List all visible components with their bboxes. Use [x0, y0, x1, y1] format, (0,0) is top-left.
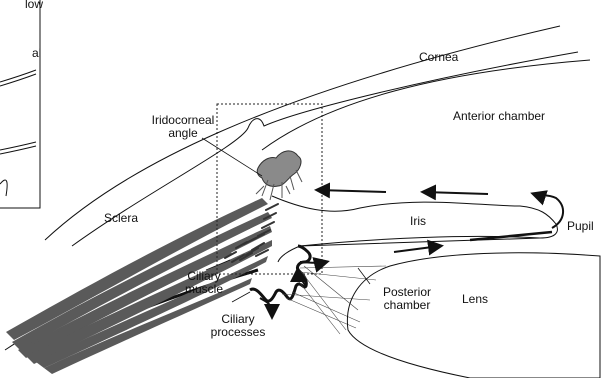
label-posterior-chamber: Posterior chamber — [375, 286, 439, 312]
lens-outline — [347, 253, 600, 378]
inset-label-fragment-1: low — [25, 0, 43, 11]
label-lens: Lens — [462, 293, 488, 306]
label-posterior-chamber-line2: chamber — [375, 299, 439, 312]
inset-label-fragment-2: al — [32, 47, 41, 60]
label-anterior-chamber: Anterior chamber — [453, 110, 545, 123]
label-ciliary-muscle-line2: muscle — [176, 283, 232, 296]
label-pupil: Pupil — [567, 220, 594, 233]
label-cornea: Cornea — [419, 51, 458, 64]
iris-shape — [272, 196, 557, 262]
inset-panel — [0, 0, 40, 208]
label-iridocorneal-line2: angle — [140, 127, 226, 140]
label-iridocorneal-angle: Iridocorneal angle — [140, 114, 226, 140]
trabecular-meshwork — [256, 151, 302, 200]
label-sclera: Sclera — [104, 212, 138, 225]
label-iris: Iris — [410, 215, 426, 228]
label-ciliary-muscle: Ciliary muscle — [176, 270, 232, 296]
ciliary-muscle-fibers — [6, 198, 272, 374]
label-ciliary-processes-line2: processes — [200, 326, 276, 339]
label-ciliary-processes: Ciliary processes — [200, 313, 276, 339]
